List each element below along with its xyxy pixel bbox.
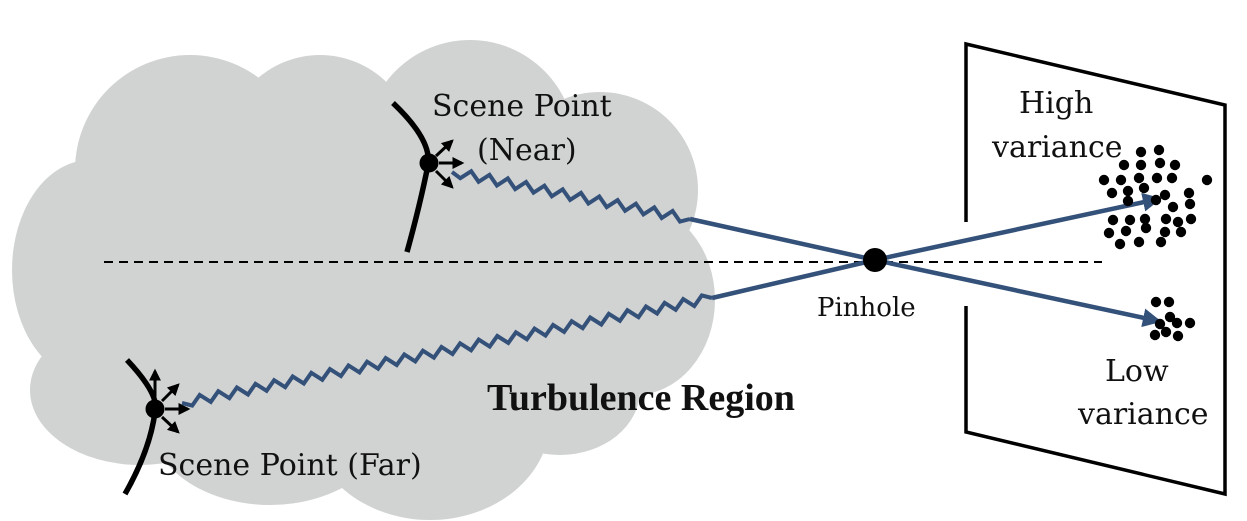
image-dot [1120, 225, 1132, 237]
image-dot [1135, 146, 1147, 158]
label-scene-near-line2: (Near) [477, 133, 577, 168]
image-dot [1138, 182, 1150, 194]
pinhole-dot-icon [863, 248, 887, 272]
image-dot [1184, 198, 1196, 210]
image-dot [1150, 296, 1162, 308]
image-dot [1155, 236, 1167, 248]
ray-far-to-pinhole [711, 257, 876, 301]
image-dot [1167, 201, 1179, 213]
scene-point-icon [145, 368, 191, 434]
label-turbulence-region: Turbulence Region [487, 377, 795, 419]
image-dot [1133, 172, 1145, 184]
image-dot [1185, 213, 1197, 225]
image-dot [1160, 326, 1172, 338]
label-high-line2: variance [991, 130, 1123, 165]
label-scene-near-line1: Scene Point [432, 89, 612, 124]
turbulent-ray-far [181, 293, 713, 408]
image-dot [1171, 317, 1183, 329]
label-low-line1: Low [1105, 354, 1169, 389]
ray-pinhole-to-high [874, 192, 1162, 263]
image-dot [1149, 329, 1161, 341]
ray-pinhole-to-low [874, 257, 1162, 328]
label-pinhole: Pinhole [817, 293, 916, 323]
image-dot [1114, 238, 1126, 250]
dot-cluster-icon [1098, 144, 1213, 250]
image-dot [1172, 330, 1184, 342]
image-dot [1139, 213, 1151, 225]
dot-cluster-icon [1149, 296, 1196, 342]
image-dot [1106, 187, 1118, 199]
image-dot [1201, 174, 1213, 186]
image-dot [1151, 172, 1163, 184]
image-dot [1183, 187, 1195, 199]
label-high-line1: High [1019, 86, 1093, 121]
image-dot [1154, 157, 1166, 169]
image-dot [1140, 222, 1152, 234]
label-scene-far: Scene Point (Far) [158, 448, 422, 483]
image-dot [1115, 174, 1127, 186]
image-dot [1154, 318, 1166, 330]
image-dot [1103, 227, 1115, 239]
image-dot [1133, 236, 1145, 248]
image-dot [1118, 159, 1130, 171]
ray-near-to-pinhole [689, 216, 876, 263]
image-dot [1175, 226, 1187, 238]
image-dot [1163, 296, 1175, 308]
image-dot [1166, 172, 1178, 184]
image-dot [1159, 226, 1171, 238]
image-dot [1124, 214, 1136, 226]
image-dot [1122, 195, 1134, 207]
image-dot [1160, 213, 1172, 225]
scene-point-icon [419, 139, 465, 189]
image-dot [1172, 216, 1184, 228]
sensor-plane [964, 41, 1227, 497]
image-dot [1159, 189, 1171, 201]
image-dot [1184, 317, 1196, 329]
image-dot [1150, 194, 1162, 206]
image-dot [1107, 214, 1119, 226]
image-dot [1153, 144, 1165, 156]
image-dot [1169, 159, 1181, 171]
image-dot [1098, 174, 1110, 186]
image-dot [1122, 185, 1134, 197]
turbulence-cloud [12, 40, 715, 520]
turbulent-ray-near [450, 168, 691, 224]
image-dot [1135, 159, 1147, 171]
label-low-line2: variance [1077, 397, 1209, 432]
image-dot [1164, 311, 1176, 323]
